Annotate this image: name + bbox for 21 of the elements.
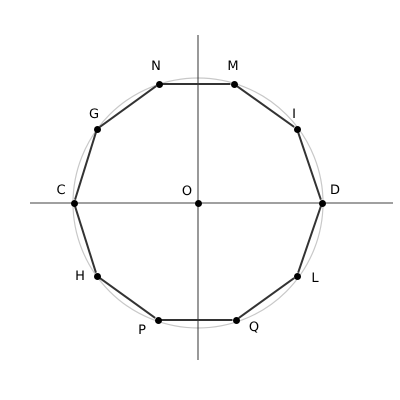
point-label: M [227,58,239,74]
point-label: C [56,182,66,198]
polygon-side [297,132,322,200]
point-label: Q [248,320,260,334]
polygon-side [74,206,97,273]
point-label: G [88,106,100,122]
polygon-side [162,319,232,321]
polygon-side [162,83,230,85]
polygon-side [99,85,157,128]
point-label: H [75,268,85,284]
point-label: N [151,58,161,74]
point-label: L [311,270,319,286]
point-label: D [330,182,340,198]
polygon-side [236,85,295,128]
polygon-side [238,277,295,319]
point-label: I [292,106,296,122]
point-label: P [138,322,146,338]
polygon-side [99,277,156,319]
point-label: O [182,184,192,198]
polygon-side [297,206,322,274]
polygon-side [74,132,97,200]
